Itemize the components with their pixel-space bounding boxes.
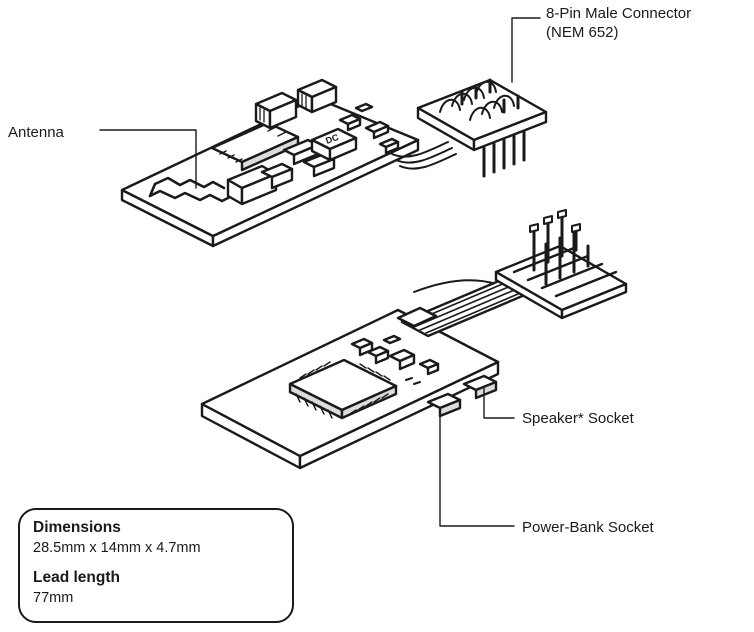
power-leader xyxy=(439,411,515,527)
dimensions-value: 28.5mm x 14mm x 4.7mm xyxy=(33,540,201,556)
connector-label: 8-Pin Male Connector (NEM 652) xyxy=(546,4,691,42)
speaker-leader xyxy=(483,387,515,419)
power-bank-socket-label: Power-Bank Socket xyxy=(522,519,654,536)
leader-lines xyxy=(99,17,541,527)
speaker-socket-label: Speaker* Socket xyxy=(522,410,634,427)
antenna-label: Antenna xyxy=(8,124,64,141)
dimensions-heading: Dimensions xyxy=(33,519,121,536)
lead-length-heading: Lead length xyxy=(33,569,120,586)
top-8-pin-connector xyxy=(416,78,548,178)
svg-text:DC: DC xyxy=(324,132,340,146)
bottom-circuit-board xyxy=(200,308,500,470)
bottom-8-pin-connector xyxy=(494,209,628,320)
top-circuit-board: DC xyxy=(120,78,420,248)
lead-length-value: 77mm xyxy=(33,590,74,606)
specifications-box: Dimensions 28.5mm x 14mm x 4.7mm Lead le… xyxy=(18,508,294,623)
connector-leader xyxy=(511,17,541,83)
antenna-trace xyxy=(148,176,234,203)
top-ribbon-cable xyxy=(391,141,457,170)
connector-label-line1: 8-Pin Male Connector xyxy=(546,5,692,22)
antenna-leader xyxy=(99,129,197,189)
connector-label-line2: (NEM 652) xyxy=(546,24,619,41)
